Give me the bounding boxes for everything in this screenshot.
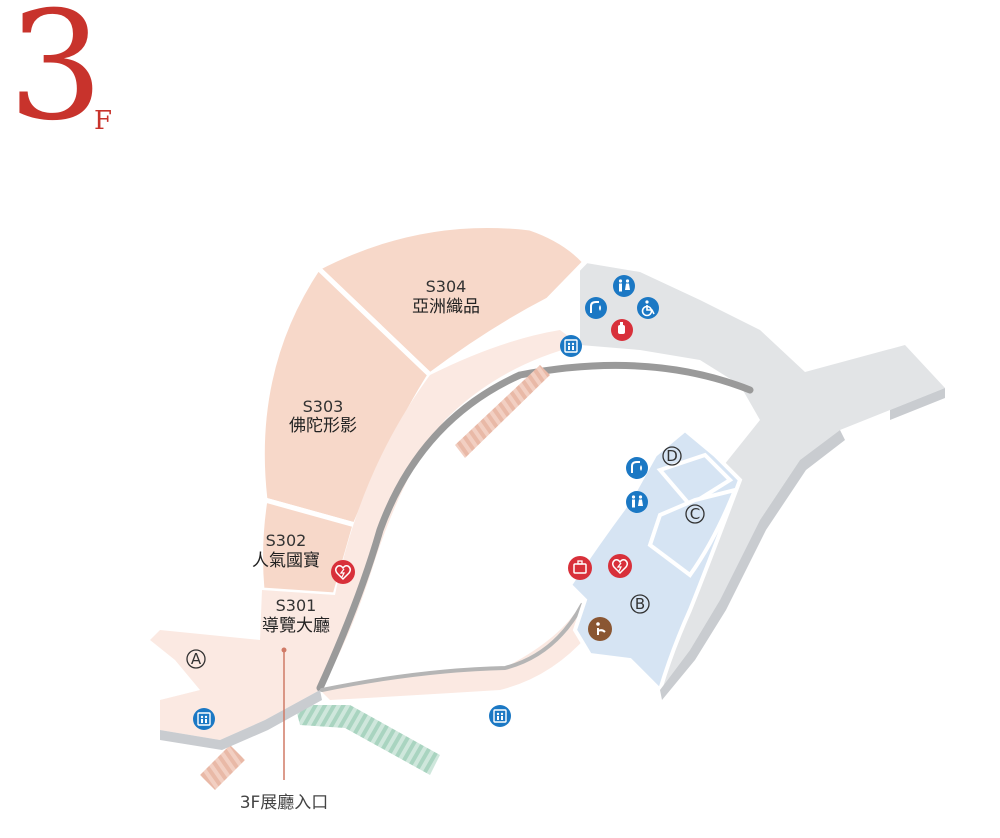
- accessible-restroom-icon[interactable]: [637, 297, 659, 319]
- elevator-icon[interactable]: [193, 708, 215, 730]
- central-wall: [316, 361, 754, 692]
- aed-icon[interactable]: [331, 560, 355, 584]
- floor-edge-right: [660, 430, 845, 700]
- floor-suffix: F: [94, 106, 113, 136]
- room-code-s304: S304: [426, 277, 467, 296]
- restroom-icon[interactable]: [613, 275, 635, 297]
- gallery-s304[interactable]: [313, 222, 589, 379]
- svg-text:B: B: [635, 595, 645, 613]
- zone-bcd[interactable]: [567, 427, 743, 694]
- elevator-icon[interactable]: [489, 705, 511, 727]
- room-code-s301: S301: [276, 596, 317, 615]
- svg-text:C: C: [690, 505, 700, 523]
- information-icon[interactable]: [588, 617, 612, 641]
- floor-number: 3: [8, 0, 104, 154]
- restroom-icon[interactable]: [626, 491, 648, 513]
- svg-text:D: D: [666, 447, 678, 465]
- stairs-upper: [455, 365, 550, 458]
- lower-wall: [320, 603, 584, 692]
- escalator: [295, 705, 440, 775]
- room-code-s302: S302: [266, 531, 307, 550]
- zone-d-marker: D: [662, 446, 682, 466]
- aed-icon[interactable]: [608, 554, 632, 578]
- elevator-icon[interactable]: [560, 335, 582, 357]
- drinking-water-icon[interactable]: [626, 457, 648, 479]
- svg-text:A: A: [191, 650, 202, 668]
- zone-c-marker: C: [685, 504, 705, 524]
- locker-icon[interactable]: [568, 556, 592, 580]
- entrance-label: 3F展廳入口: [240, 793, 329, 813]
- room-name-s303: 佛陀形影: [289, 416, 357, 436]
- room-name-s302: 人氣國寶: [252, 550, 320, 571]
- floor-edge-left: [160, 690, 322, 750]
- drinking-water-icon[interactable]: [585, 297, 607, 319]
- room-code-s303: S303: [303, 397, 344, 416]
- nursing-room-icon[interactable]: [611, 319, 633, 341]
- room-name-s301: 導覽大廳: [262, 616, 330, 636]
- stairs-lower-left: [200, 745, 245, 790]
- zone-a-marker: A: [186, 649, 206, 669]
- corridor: [150, 330, 600, 740]
- service-area: [580, 262, 945, 690]
- room-name-s304: 亞洲織品: [412, 297, 480, 317]
- zone-b-marker: B: [630, 594, 650, 614]
